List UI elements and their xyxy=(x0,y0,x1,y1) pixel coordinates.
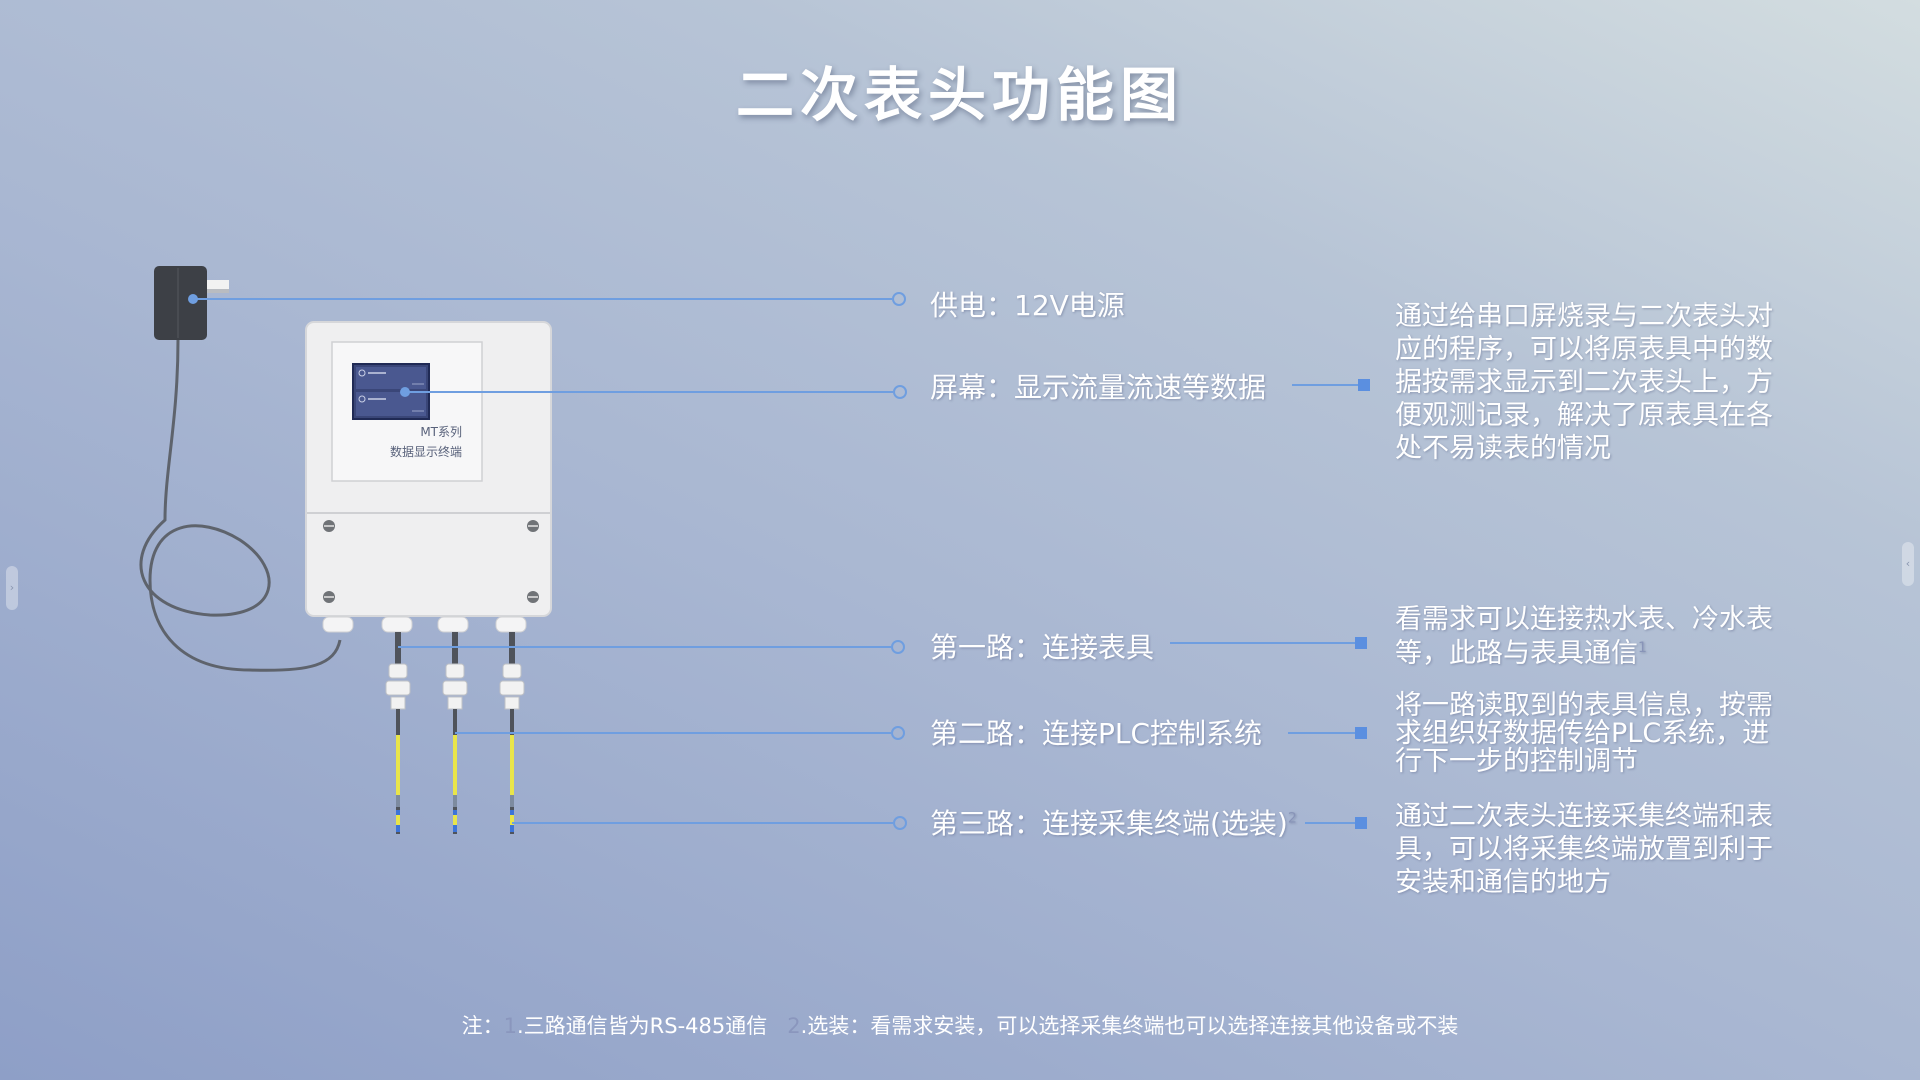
channel3-callout-text: 第三路：连接采集终端(选装) xyxy=(930,807,1288,840)
channel1-anchor-circle xyxy=(891,640,905,654)
prev-slide-handle[interactable]: › xyxy=(6,566,18,610)
screw-icon xyxy=(527,520,539,532)
chevron-left-icon: ‹ xyxy=(1905,557,1911,570)
footnote-text-2: .选装：看需求安装，可以选择采集终端也可以选择连接其他设备或不装 xyxy=(800,1014,1459,1038)
screen-callout: 屏幕：显示流量流速等数据 xyxy=(930,371,1267,404)
footnote-number-2: 2 xyxy=(787,1014,801,1038)
device-box xyxy=(305,321,552,633)
channel3-anchor-circle xyxy=(893,816,907,830)
channel2-description: 将一路读取到的表具信息，按需求组织好数据传给PLC系统，进行下一步的控制调节 xyxy=(1395,690,1773,777)
channel1-desc-marker xyxy=(1355,637,1367,649)
channel1-description: 看需求可以连接热水表、冷水表等，此路与表具通信1 xyxy=(1395,606,1775,668)
screen-description: 通过给串口屏烧录与二次表头对应的程序，可以将原表具中的数据按需求显示到二次表头上… xyxy=(1395,301,1773,464)
footnote: 注：1.三路通信皆为RS-485通信 2.选装：看需求安装，可以选择采集终端也可… xyxy=(0,1010,1920,1040)
power-adapter-icon xyxy=(154,266,229,340)
cable-1 xyxy=(385,632,411,834)
channel1-footnote-mark: 1 xyxy=(1638,640,1647,656)
footnote-number-1: 1 xyxy=(503,1014,517,1038)
channel3-callout: 第三路：连接采集终端(选装)2 xyxy=(930,802,1297,842)
channel3-desc-marker xyxy=(1355,817,1367,829)
channel1-callout: 第一路：连接表具 xyxy=(930,631,1155,664)
device-series-label: MT系列 xyxy=(420,425,462,439)
footnote-prefix: 注： xyxy=(461,1014,504,1038)
power-anchor-circle xyxy=(892,292,906,306)
power-cord xyxy=(139,339,342,672)
device-label: MT系列 数据显示终端 xyxy=(370,422,462,462)
footnote-text-1: .三路通信皆为RS-485通信 xyxy=(517,1014,768,1038)
chevron-right-icon: › xyxy=(9,581,15,594)
screen-desc-marker xyxy=(1358,379,1370,391)
channel1-description-text: 看需求可以连接热水表、冷水表等，此路与表具通信 xyxy=(1395,604,1773,669)
next-slide-handle[interactable]: ‹ xyxy=(1902,542,1914,586)
channel3-footnote-mark: 2 xyxy=(1287,810,1297,827)
power-callout: 供电：12V电源 xyxy=(930,289,1125,322)
channel2-desc-marker xyxy=(1355,727,1367,739)
channel2-anchor-circle xyxy=(891,726,905,740)
channel2-callout: 第二路：连接PLC控制系统 xyxy=(930,717,1263,750)
channel3-description: 通过二次表头连接采集终端和表具，可以将采集终端放置到利于安装和通信的地方 xyxy=(1395,801,1773,898)
screw-icon xyxy=(527,591,539,603)
screen-anchor-circle xyxy=(893,385,907,399)
screw-icon xyxy=(323,520,335,532)
screw-icon xyxy=(323,591,335,603)
device-name-label: 数据显示终端 xyxy=(389,445,462,459)
page-title: 二次表头功能图 xyxy=(735,61,1184,129)
